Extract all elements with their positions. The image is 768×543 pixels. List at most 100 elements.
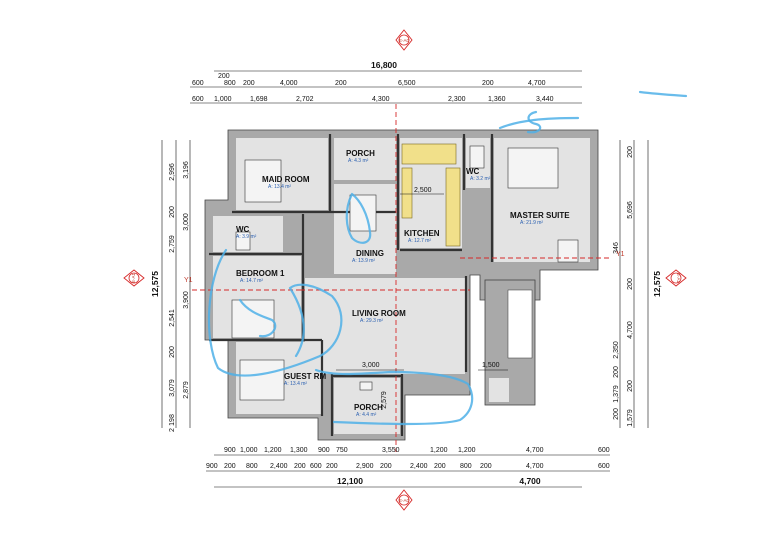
dim-bot-r2-14: 600: [598, 463, 610, 470]
dim-bot-r1-2: 1,200: [264, 447, 282, 454]
scribble-inner: [238, 298, 277, 338]
room-area-bedroom1: A: 14.7 m²: [240, 278, 263, 284]
section-marker-bottom: E-A0: [395, 489, 413, 511]
room-area-guest: A: 13.4 m²: [284, 381, 307, 387]
dim-top-r1-2: 800: [224, 80, 236, 87]
dim-left-r2-3: 2,879: [183, 381, 190, 399]
scribble-top-right: [638, 90, 688, 98]
master-bed: [507, 147, 559, 189]
top-dimensions: 16,800 200 600 800 200 4,000 200 6,500 2…: [190, 60, 582, 104]
dim-int-3: 2,579: [381, 391, 388, 409]
dim-right-r1-1: 5,696: [627, 201, 634, 219]
section-marker-left: E-A1: [123, 269, 145, 287]
right-dimensions: 346 2,350 200 1,379 200 200 5,696 200 4,…: [613, 140, 662, 428]
room-label-dining: DINING: [356, 249, 384, 258]
dim-top-overall: 16,800: [371, 60, 397, 70]
dim-left-r1-0: 2,996: [169, 163, 176, 181]
dim-left-r1-3: 2,541: [169, 309, 176, 327]
bottom-dimensions: 900 1,000 1,200 1,300 900 750 3,550 1,20…: [206, 447, 610, 488]
dim-left-r2-1: 3,000: [183, 213, 190, 231]
room-label-bedroom1: BEDROOM 1: [236, 269, 285, 278]
svg-text:E-A1: E-A1: [131, 273, 136, 284]
dim-right-r2-1: 2,350: [613, 341, 620, 359]
dim-left-r1-6: 198: [169, 414, 176, 426]
section-marker-right: E-A1: [665, 269, 687, 287]
dim-right-r1-3: 4,700: [627, 321, 634, 339]
desk: [557, 239, 579, 263]
dim-bot-r1-8: 1,200: [458, 447, 476, 454]
dining-table: [349, 194, 377, 232]
dim-top-r2-7: 3,440: [536, 96, 554, 103]
room-labels: MAID ROOM A: 13.4 m² PORCH A: 4.3 m² WC …: [236, 149, 570, 418]
dim-left-r1-2: 2,759: [169, 235, 176, 253]
room-area-kitchen: A: 12.7 m²: [408, 238, 431, 244]
grid-lines: [192, 104, 612, 452]
dim-left-r2-0: 3,196: [183, 161, 190, 179]
room-label-wc-left: WC: [236, 225, 250, 234]
dim-top-r1-1: 200: [218, 73, 230, 80]
room-area-wc-left: A: 3.9 m²: [236, 234, 257, 240]
dim-right-r2-4: 200: [613, 408, 620, 420]
kitchen-counter-left: [401, 167, 413, 219]
dim-top-r2-6: 1,360: [488, 96, 506, 103]
maid-bed: [244, 159, 282, 203]
room-label-wc-top: WC: [466, 167, 480, 176]
dim-top-r1-7: 200: [482, 80, 494, 87]
dim-bot-r1-1: 1,000: [240, 447, 258, 454]
dim-int-1: 3,000: [362, 362, 380, 369]
dim-bot-r1-9: 4,700: [526, 447, 544, 454]
room-area-master: A: 21.9 m²: [520, 220, 543, 226]
left-dimensions: 12,575 2,996 200 2,759 2,541 200 3,079 1…: [150, 140, 191, 432]
dim-top-r1-4: 4,000: [280, 80, 298, 87]
dim-bot-overall-0: 12,100: [337, 476, 363, 486]
dim-top-r1-0: 600: [192, 80, 204, 87]
scribble-top-line: [498, 116, 580, 130]
room-label-porch-top: PORCH: [346, 149, 375, 158]
dim-top-r2-5: 2,300: [448, 96, 466, 103]
room-area-dining: A: 13.9 m²: [352, 258, 375, 264]
dim-top-r2-0: 600: [192, 96, 204, 103]
dim-right-r2-3: 1,379: [613, 385, 620, 403]
room-label-maid: MAID ROOM: [262, 175, 310, 184]
dim-top-r2-3: 2,702: [296, 96, 314, 103]
dim-right-r2-2: 200: [613, 366, 620, 378]
dim-bot-overall-1: 4,700: [519, 476, 541, 486]
axis-y1-right: Y1: [616, 251, 625, 258]
scribble-bottom: [314, 368, 474, 426]
dim-bot-r2-8: 200: [380, 463, 392, 470]
dim-top-r2-2: 1,698: [250, 96, 268, 103]
dim-bot-r1-3: 1,300: [290, 447, 308, 454]
svg-text:E-A0: E-A0: [399, 38, 410, 43]
dim-bot-r2-12: 200: [480, 463, 492, 470]
dim-left-r1-4: 200: [169, 346, 176, 358]
dim-left-r1-7: 2: [169, 428, 176, 432]
svg-text:E-A0: E-A0: [399, 498, 410, 503]
room-label-master: MASTER SUITE: [510, 211, 570, 220]
dim-bot-r2-1: 200: [224, 463, 236, 470]
room-area-living: A: 29.3 m²: [360, 318, 383, 324]
wc2-fixture: [235, 231, 251, 251]
dim-bot-r2-5: 600: [310, 463, 322, 470]
dim-left-r1-1: 200: [169, 206, 176, 218]
section-markers: E-A0 E-A0 E-A1 E-A1: [123, 29, 687, 511]
dim-bot-r2-7: 2,900: [356, 463, 374, 470]
axis-labels: Y1 Y1: [184, 251, 625, 284]
dim-top-r1-5: 200: [335, 80, 347, 87]
room-area-maid: A: 13.4 m²: [268, 184, 291, 190]
dim-top-r1-6: 6,500: [398, 80, 416, 87]
dim-int-0: 2,500: [414, 187, 432, 194]
dim-bot-r2-10: 200: [434, 463, 446, 470]
porch-bench: [359, 381, 373, 391]
dim-right-r1-0: 200: [627, 146, 634, 158]
dim-bot-r2-13: 4,700: [526, 463, 544, 470]
dim-top-r1-8: 4,700: [528, 80, 546, 87]
dim-right-r1-2: 200: [627, 278, 634, 290]
dim-bot-r2-3: 2,400: [270, 463, 288, 470]
dim-bot-r2-11: 800: [460, 463, 472, 470]
dim-top-r2-1: 1,000: [214, 96, 232, 103]
dim-bot-r2-4: 200: [294, 463, 306, 470]
dim-bot-r1-5: 750: [336, 447, 348, 454]
room-label-porch-bottom: PORCH: [354, 403, 383, 412]
room-label-kitchen: KITCHEN: [404, 229, 440, 238]
